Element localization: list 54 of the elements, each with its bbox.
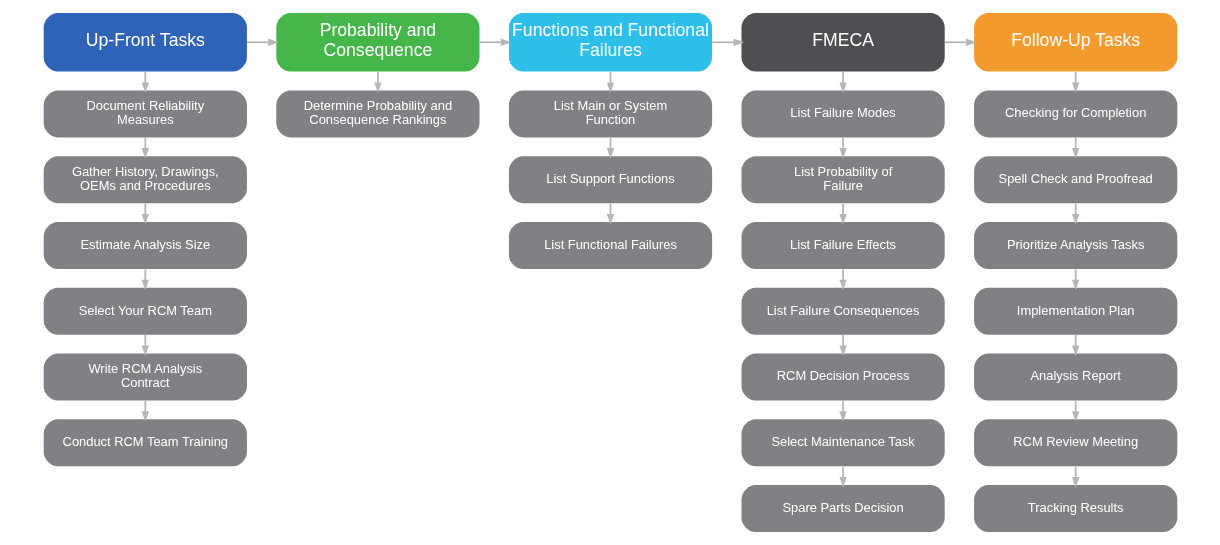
arrow: [1071, 465, 1079, 488]
arrow: [838, 334, 847, 357]
arrow: [838, 136, 847, 159]
node-box: List Failure Modes: [741, 90, 945, 138]
arrow: [141, 334, 149, 357]
arrow: [478, 38, 511, 46]
arrow: [1071, 334, 1079, 357]
node-box: Functions and Functional Failures: [508, 12, 712, 72]
node-box: Gather History, Drawings, OEMs and Procedures: [43, 156, 247, 204]
node-box: List Probability of Failure: [741, 156, 945, 204]
arrow: [838, 202, 847, 225]
node-box: RCM Review Meeting: [973, 419, 1177, 467]
node-box: Conduct RCM Team Training: [43, 419, 247, 467]
node-box: Write RCM Analysis Contract: [43, 353, 247, 401]
arrow: [1071, 399, 1079, 422]
node-box: List Main or System Function: [508, 90, 712, 138]
node-box: Spare Parts Decision: [741, 485, 945, 533]
node-box: List Failure Effects: [741, 222, 945, 269]
node-box: Up-Front Tasks: [43, 12, 247, 72]
node-box: Determine Probability and Consequence Rankings: [275, 90, 479, 138]
arrow: [141, 202, 149, 225]
node-box: Probability and Consequence: [275, 12, 479, 72]
node-box: Select Your RCM Team: [43, 287, 247, 335]
node-box: Follow-Up Tasks: [973, 12, 1177, 72]
node-box: RCM Decision Process: [741, 353, 945, 401]
arrow: [1071, 268, 1079, 291]
arrow: [943, 38, 977, 46]
arrow: [1071, 71, 1079, 93]
arrow: [141, 399, 149, 422]
node-box: Implementation Plan: [973, 287, 1177, 335]
arrow: [838, 71, 847, 93]
node-box: Estimate Analysis Size: [43, 222, 247, 269]
arrow: [838, 268, 847, 291]
node-box: FMECA: [741, 12, 945, 72]
node-box: Checking for Completion: [973, 90, 1177, 138]
arrow: [1071, 202, 1079, 225]
node-box: List Support Functions: [508, 156, 712, 204]
node-box: Select Maintenance Task: [741, 419, 945, 467]
arrow: [710, 38, 744, 46]
node-box: Document Reliability Measures: [43, 90, 247, 138]
node-box: Spell Check and Proofread: [973, 156, 1177, 204]
arrow: [373, 71, 382, 93]
node-box: Analysis Report: [973, 353, 1177, 401]
arrow: [141, 136, 149, 159]
node-box: List Functional Failures: [508, 222, 712, 269]
arrow: [838, 399, 847, 422]
arrow: [141, 71, 149, 93]
node-box: List Failure Consequences: [741, 287, 945, 335]
arrow: [141, 268, 149, 291]
node-box: Prioritize Analysis Tasks: [973, 222, 1177, 269]
arrow: [245, 38, 279, 46]
arrow: [1071, 136, 1079, 159]
arrow: [838, 465, 847, 488]
node-box: Tracking Results: [973, 485, 1177, 533]
